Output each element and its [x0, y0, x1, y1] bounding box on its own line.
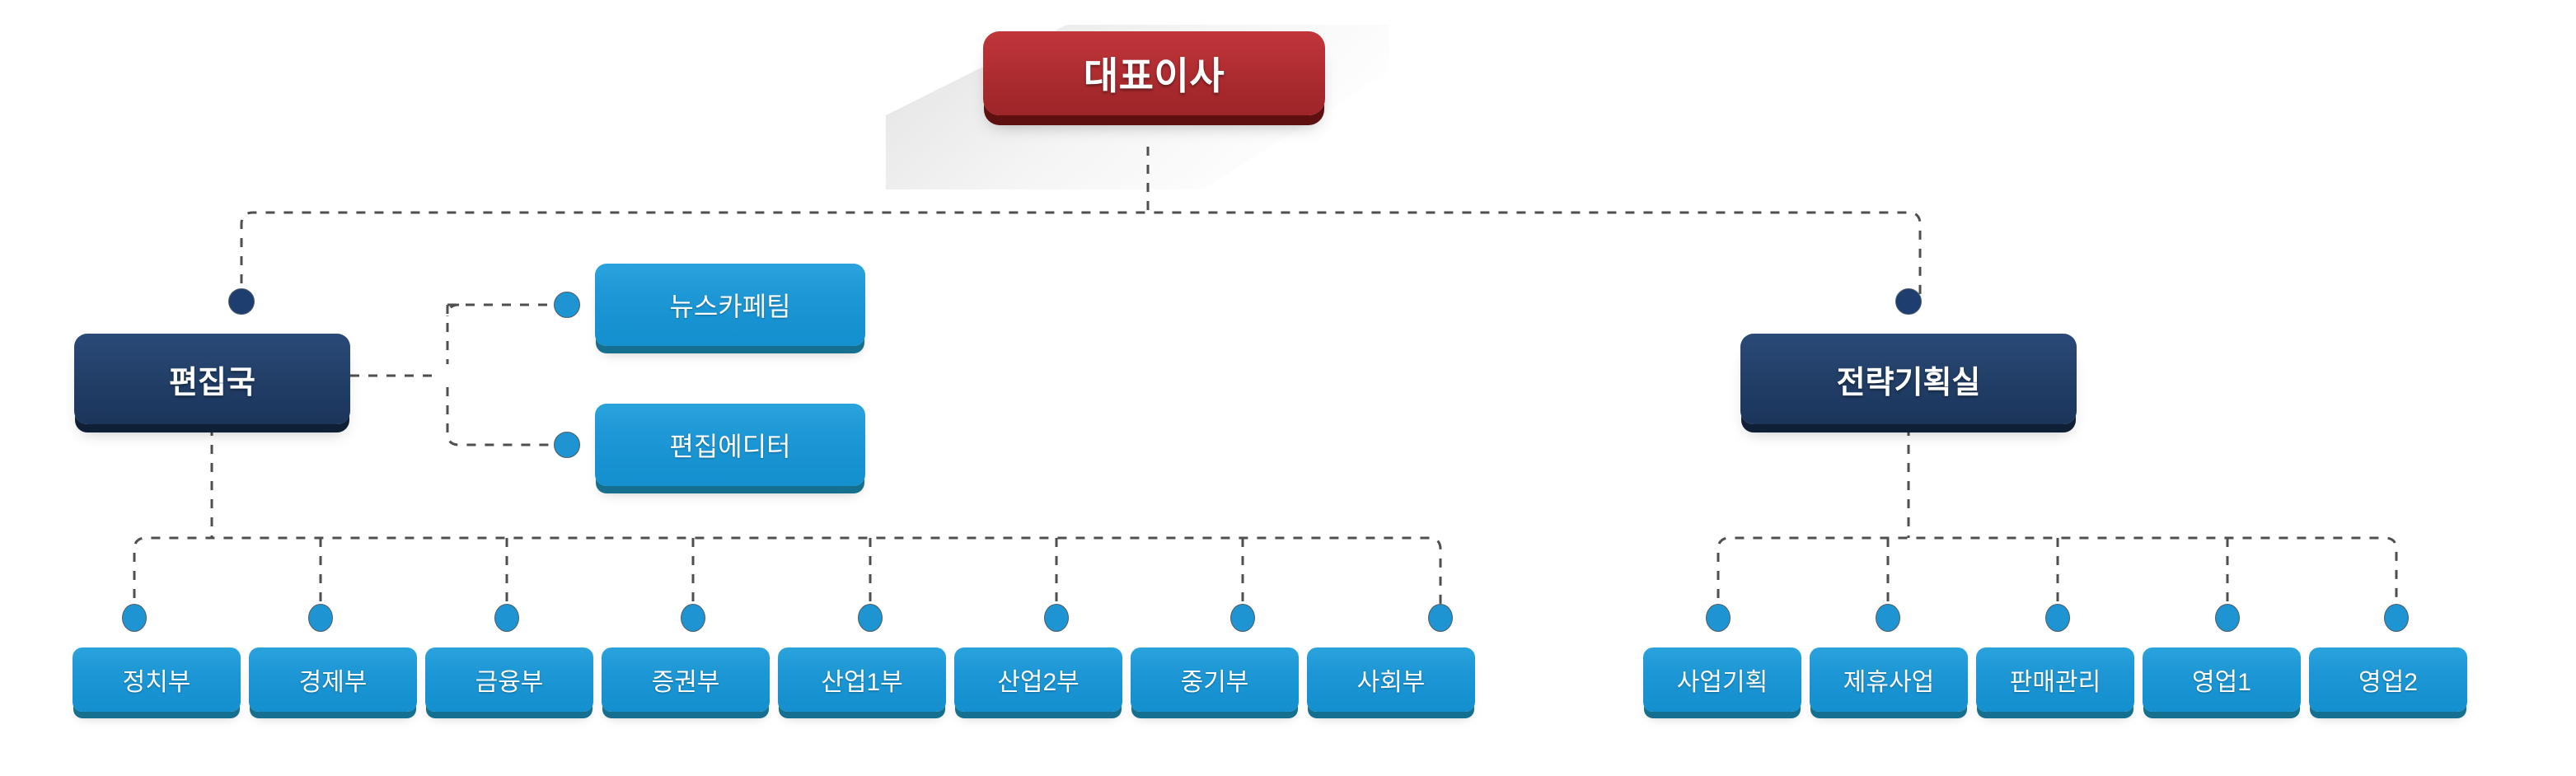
node-division-1[interactable]: 전략기획실 [1740, 334, 2077, 424]
node-department-0-2[interactable]: 금융부 [425, 647, 593, 712]
node-division-1-label: 전략기획실 [1836, 365, 1981, 400]
node-department-0-7-label: 사회부 [1356, 669, 1426, 696]
node-department-0-7[interactable]: 사회부 [1307, 647, 1475, 712]
node-ceo[interactable]: 대표이사 [983, 31, 1325, 115]
node-department-1-1[interactable]: 제휴사업 [1810, 647, 1968, 712]
connector-dot-dept-1-3 [2215, 604, 2240, 632]
node-department-1-4-label: 영업2 [2358, 669, 2418, 696]
connector-dot-dept-1-4 [2384, 604, 2409, 632]
connector-dot-team-0 [554, 292, 580, 318]
node-department-0-5[interactable]: 산업2부 [954, 647, 1122, 712]
connector-dot-dept-0-5 [1044, 604, 1069, 632]
connector-dot-dept-1-0 [1706, 604, 1731, 632]
node-team-0[interactable]: 뉴스카페팀 [595, 264, 865, 346]
node-division-0-label: 편집국 [169, 365, 255, 400]
node-department-1-0-label: 사업기획 [1676, 669, 1768, 696]
node-department-1-1-label: 제휴사업 [1843, 669, 1935, 696]
node-department-1-3-label: 영업1 [2192, 669, 2251, 696]
connector-dot-dept-0-2 [494, 604, 519, 632]
node-department-0-2-label: 금융부 [475, 669, 544, 696]
node-team-1[interactable]: 편집에디터 [595, 404, 865, 486]
node-department-0-4[interactable]: 산업1부 [778, 647, 946, 712]
connector-dot-dept-0-0 [122, 604, 147, 632]
node-department-0-4-label: 산업1부 [821, 669, 903, 696]
node-department-0-0-label: 정치부 [122, 669, 191, 696]
node-department-1-4[interactable]: 영업2 [2309, 647, 2467, 712]
node-department-0-5-label: 산업2부 [997, 669, 1080, 696]
node-department-1-3[interactable]: 영업1 [2143, 647, 2301, 712]
connector-dot-dept-0-3 [681, 604, 705, 632]
node-department-0-6[interactable]: 중기부 [1131, 647, 1299, 712]
connector-dot-dept-1-2 [2045, 604, 2070, 632]
node-department-1-0[interactable]: 사업기획 [1643, 647, 1801, 712]
node-department-1-2[interactable]: 판매관리 [1976, 647, 2134, 712]
connector-dot-dept-0-1 [308, 604, 333, 632]
node-department-0-3[interactable]: 증권부 [602, 647, 770, 712]
node-ceo-label: 대표이사 [1083, 54, 1225, 97]
node-department-0-1[interactable]: 경제부 [249, 647, 417, 712]
node-department-0-6-label: 중기부 [1180, 669, 1249, 696]
connector-dot-dept-0-6 [1230, 604, 1255, 632]
connector-dot-division-0 [228, 288, 255, 315]
node-team-1-label: 편집에디터 [669, 432, 791, 461]
connector-dot-dept-1-1 [1876, 604, 1900, 632]
node-division-0[interactable]: 편집국 [74, 334, 350, 424]
node-department-0-0[interactable]: 정치부 [73, 647, 241, 712]
connector-dot-division-1 [1895, 288, 1922, 315]
node-department-1-2-label: 판매관리 [2009, 669, 2101, 696]
connector-dot-team-1 [554, 432, 580, 458]
connector-dot-dept-0-4 [858, 604, 883, 632]
node-department-0-1-label: 경제부 [298, 669, 368, 696]
node-team-0-label: 뉴스카페팀 [669, 292, 791, 321]
connector-dot-dept-0-7 [1428, 604, 1453, 632]
node-department-0-3-label: 증권부 [651, 669, 720, 696]
